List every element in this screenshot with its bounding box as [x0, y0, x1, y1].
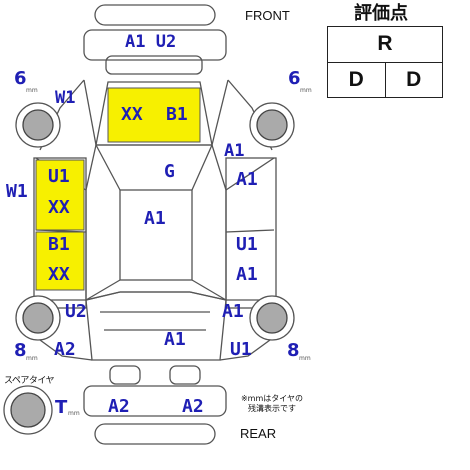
tread-spare-unit: mm — [68, 410, 80, 417]
roof-panel — [119, 189, 193, 281]
roof-front-damage: G — [164, 161, 175, 182]
tire-front-left — [15, 102, 61, 148]
hood-highlight — [107, 87, 201, 143]
right-front-door-damage: A1 — [236, 169, 258, 190]
windshield-left — [83, 79, 229, 146]
tread-rear-right: 8 — [287, 340, 300, 361]
rear-lamp-left — [109, 365, 141, 385]
left-rear-corner-damage: A2 — [54, 339, 76, 360]
left-front-door-damage-1: U1 — [48, 166, 70, 187]
left-body-side — [33, 157, 87, 309]
overall-score: R — [327, 26, 443, 63]
tread-note-line1: ※mmはタイヤの — [240, 394, 304, 403]
tire-rear-right — [249, 295, 295, 341]
left-rear-door-damage-1: B1 — [48, 234, 70, 255]
front-grille — [105, 55, 203, 75]
tread-front-left: 6 — [14, 68, 27, 89]
tire-rear-left — [15, 295, 61, 341]
front-label: FRONT — [245, 8, 290, 23]
score-table: R D D — [327, 26, 443, 98]
tread-note: ※mmはタイヤの 残溝表示です — [228, 394, 316, 414]
rear-bumper — [83, 385, 227, 417]
roof-lines — [85, 144, 227, 301]
left-front-door-highlight — [35, 159, 85, 231]
hood-damage-xx: XX — [121, 104, 143, 125]
right-rear-corner-damage: U1 — [230, 339, 252, 360]
tire-front-right — [249, 102, 295, 148]
rear-lamp-right — [169, 365, 201, 385]
right-rear-quarter-damage: A1 — [222, 301, 244, 322]
front-bumper-damage: A1 U2 — [125, 32, 177, 52]
rear-deck — [85, 291, 227, 361]
tread-rear-right-unit: mm — [299, 355, 311, 362]
interior-score: D — [327, 61, 386, 98]
left-rear-door-highlight — [35, 231, 85, 291]
rear-bumper-left-damage: A2 — [108, 396, 130, 417]
front-bumper — [83, 29, 227, 61]
tread-front-right: 6 — [288, 68, 301, 89]
hood-damage-b1: B1 — [166, 104, 188, 125]
left-fender-damage: W1 — [6, 181, 28, 202]
exterior-score: D — [384, 61, 443, 98]
front-bumper-top — [94, 4, 216, 26]
rear-trunk-damage: A1 — [164, 329, 186, 350]
left-rear-quarter-damage: U2 — [65, 301, 87, 322]
tire-spare — [3, 385, 53, 435]
tread-spare: T — [55, 397, 68, 418]
roof-damage: A1 — [144, 208, 166, 229]
left-rear-door-damage-2: XX — [48, 264, 70, 285]
rear-label: REAR — [240, 426, 277, 441]
right-body-side — [225, 157, 277, 309]
right-rear-door-damage-2: A1 — [236, 264, 258, 285]
tread-note-line2: 残溝表示です — [248, 404, 296, 413]
rear-bumper-right-damage: A2 — [182, 396, 204, 417]
score-title: 評価点 — [354, 3, 408, 24]
left-front-pillar-damage: W1 — [55, 88, 76, 108]
rear-inner — [100, 311, 210, 331]
spare-tire-label: スペアタイヤ — [4, 376, 55, 386]
tread-rear-left: 8 — [14, 340, 27, 361]
tread-front-right-unit: mm — [300, 87, 312, 94]
right-rear-door-damage-1: U1 — [236, 234, 258, 255]
right-front-pillar-damage: A1 — [224, 141, 245, 161]
left-front-door-damage-2: XX — [48, 197, 70, 218]
rear-bumper-bottom — [94, 423, 216, 445]
tread-front-left-unit: mm — [26, 87, 38, 94]
tread-rear-left-unit: mm — [26, 355, 38, 362]
